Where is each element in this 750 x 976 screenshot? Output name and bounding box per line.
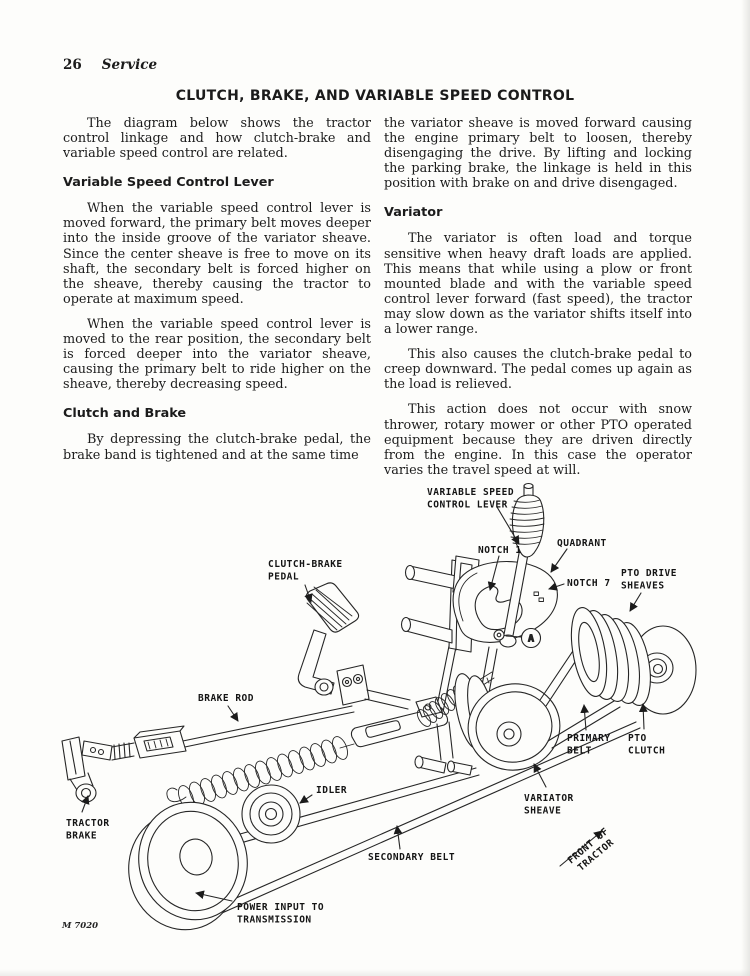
label-clutch-brake-pedal-2: PEDAL (268, 572, 299, 583)
body-paragraph: This action does not occur with snow thr… (384, 402, 692, 478)
page-edge-shadow-right (741, 0, 750, 976)
figure-code: M 7020 (61, 921, 98, 931)
label-front-of-tractor: FRONT OF TRACTOR (566, 826, 616, 874)
label-quadrant: QUADRANT (557, 538, 607, 549)
page-number: 26 (63, 57, 82, 73)
pto-sheaves-drawing (570, 607, 697, 715)
label-variator-sheave-2: SHEAVE (524, 806, 561, 817)
page-edge-shadow-bottom (0, 969, 750, 976)
section-heading: Variable Speed Control Lever (63, 175, 274, 191)
label-power-input-2: TRANSMISSION (237, 915, 312, 926)
label-secondary-belt: SECONDARY BELT (368, 852, 455, 863)
body-paragraph: the variator sheave is moved forward cau… (384, 116, 692, 192)
brake-rod-drawing (177, 705, 355, 749)
tractor-brake-drawing (61, 725, 187, 803)
callout-a-letter: A (528, 634, 534, 645)
body-paragraph: When the variable speed control lever is… (63, 201, 371, 307)
body-paragraph: By depressing the clutch-brake pedal, th… (63, 432, 371, 463)
label-notch-1: NOTCH 1 (478, 545, 522, 556)
leader-arrows (81, 506, 648, 902)
label-primary-belt: PRIMARY (567, 733, 611, 744)
quadrant-drawing (452, 560, 558, 643)
control-linkage-diagram: A VARIABLE SPEED CONTROL LEVER NOTCH 1 (61, 482, 697, 931)
page-header: 26 Service (63, 57, 157, 73)
power-input-pulley-drawing (128, 801, 248, 931)
diagram-labels: VARIABLE SPEED CONTROL LEVER NOTCH 1 QUA… (61, 487, 677, 931)
body-paragraph: The diagram below shows the tractor cont… (63, 116, 371, 162)
speed-lever-drawing (499, 482, 545, 648)
right-column: the variator sheave is moved forward cau… (384, 116, 692, 488)
left-column: The diagram below shows the tractor cont… (63, 116, 371, 473)
label-pto-clutch-2: CLUTCH (628, 746, 665, 757)
idler-pulley-drawing (241, 784, 301, 844)
label-primary-belt-2: BELT (567, 746, 592, 757)
label-brake-rod: BRAKE ROD (198, 693, 254, 704)
label-pto-drive-sheaves: PTO DRIVE (621, 568, 677, 579)
label-variator-sheave: VARIATOR (524, 793, 574, 804)
label-pto-drive-sheaves-2: SHEAVES (621, 581, 665, 592)
section-name: Service (101, 57, 158, 73)
clutch-brake-pedal-drawing (297, 582, 411, 710)
page-title: CLUTCH, BRAKE, AND VARIABLE SPEED CONTRO… (175, 88, 575, 104)
label-power-input: POWER INPUT TO (237, 902, 324, 913)
label-variable-speed-control-lever: VARIABLE SPEED (427, 487, 514, 498)
label-variable-speed-control-lever-2: CONTROL LEVER (427, 500, 508, 511)
label-notch-7: NOTCH 7 (567, 578, 611, 589)
label-tractor-brake: TRACTOR (66, 818, 110, 829)
section-heading: Variator (384, 205, 443, 221)
label-tractor-brake-2: BRAKE (66, 831, 97, 842)
section-heading: Clutch and Brake (63, 406, 187, 422)
callout-a: A (493, 627, 542, 649)
label-idler: IDLER (316, 785, 347, 796)
body-paragraph: This also causes the clutch-brake pedal … (384, 347, 692, 393)
label-pto-clutch: PTO (628, 733, 647, 744)
body-paragraph: The variator is often load and torque se… (384, 231, 692, 338)
variator-sheave-drawing (454, 673, 561, 771)
label-clutch-brake-pedal: CLUTCH-BRAKE (268, 559, 343, 570)
body-paragraph: When the variable speed control lever is… (63, 316, 371, 393)
